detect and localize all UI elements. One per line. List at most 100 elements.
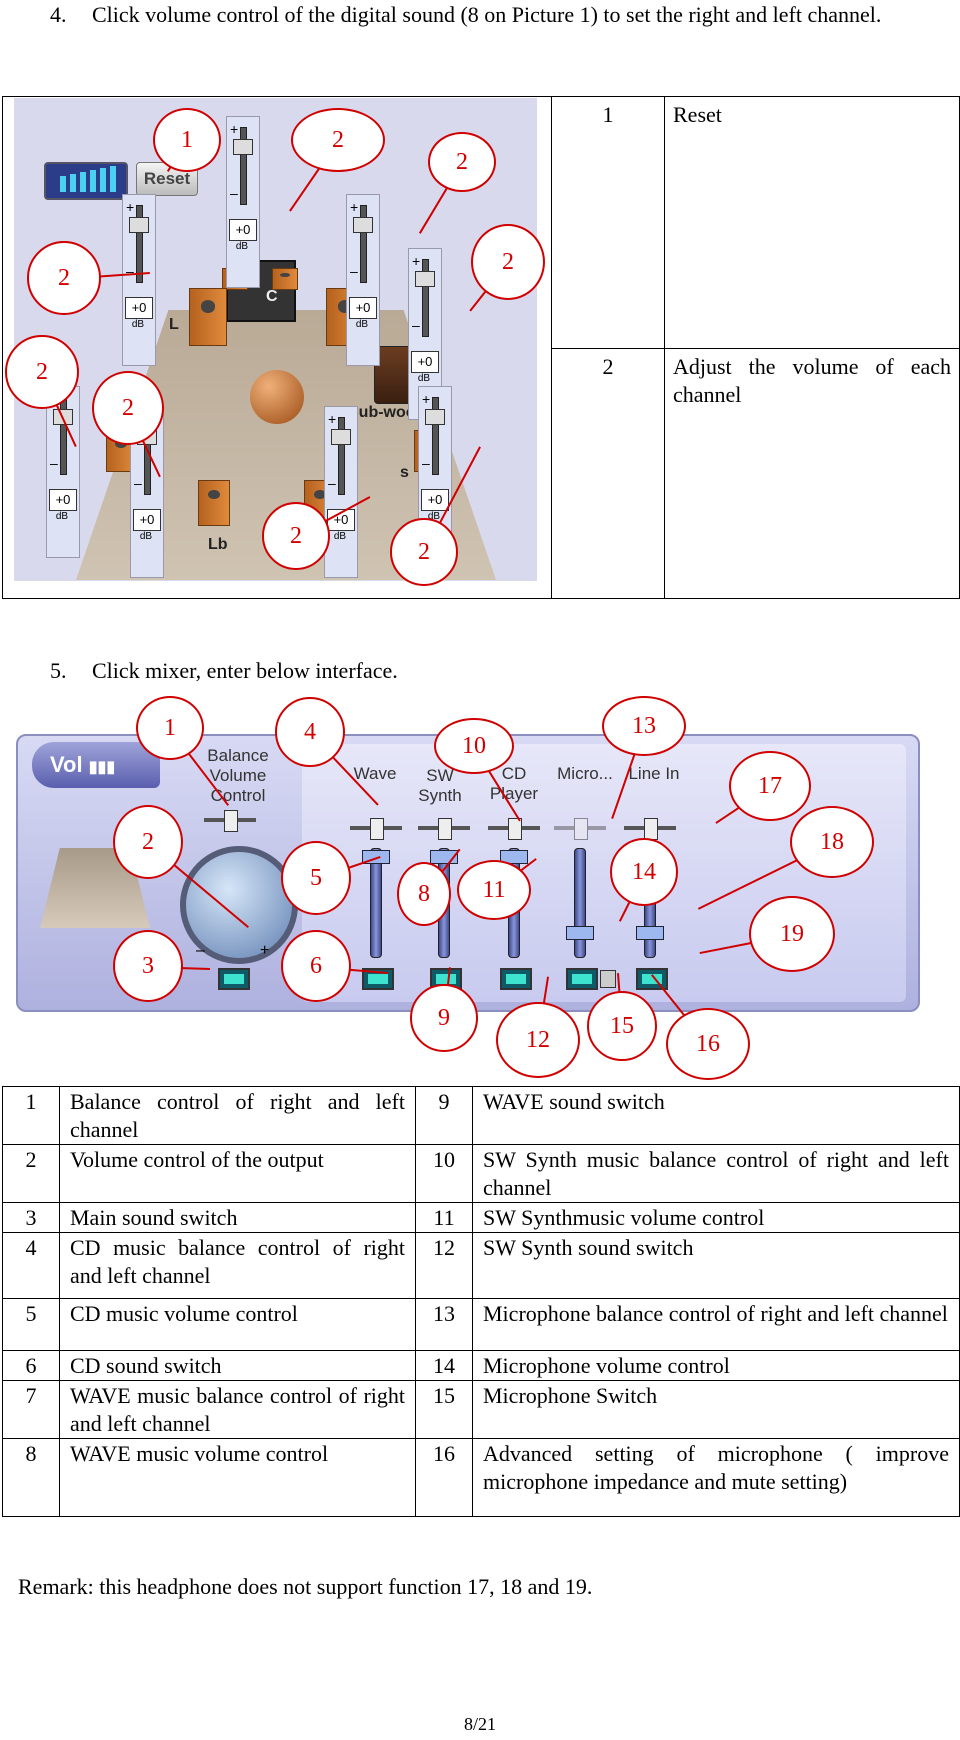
channel-slider-side-left[interactable]: +–+0dB: [46, 386, 80, 558]
table-cell-number: 2: [551, 348, 665, 599]
microphone-volume-knob[interactable]: [566, 926, 594, 940]
main-sound-switch[interactable]: [218, 968, 250, 990]
slider-knob[interactable]: [425, 409, 445, 425]
balance-volume-label: Balance Volume Control: [207, 746, 269, 805]
slider-knob[interactable]: [129, 217, 149, 233]
slider-track[interactable]: [338, 417, 345, 495]
table-cell-description: Microphone Switch: [472, 1380, 960, 1439]
callout-bubble: 15: [587, 991, 657, 1061]
master-volume-knob[interactable]: [180, 846, 298, 964]
callout-bubble: 2: [471, 224, 545, 300]
cd-sound-switch[interactable]: [500, 968, 532, 990]
listener-ball-icon: [250, 370, 304, 424]
channel-label-line-in: Line In: [628, 764, 680, 783]
table-cell-text: Adjust the volume of each channel: [664, 348, 960, 599]
minus-label: –: [350, 263, 358, 279]
table-cell-number: 1: [2, 1086, 60, 1145]
speaker-icon: [272, 268, 298, 290]
microphone-volume-slider[interactable]: [574, 848, 586, 958]
plus-label: +: [126, 199, 135, 215]
callout-bubble: 2: [428, 132, 496, 192]
plus-label: +: [350, 199, 359, 215]
db-readout: +0: [421, 489, 449, 511]
callout-bubble: 12: [496, 1002, 580, 1078]
sw-synth-balance-slider[interactable]: [418, 818, 470, 840]
master-balance-slider[interactable]: [204, 810, 256, 832]
channel-label-sw-synth: SW Synth: [418, 766, 462, 805]
page-number: 8/21: [463, 1714, 496, 1734]
volume-bars-icon: ▮▮▮: [88, 759, 116, 776]
callout-bubble: 1: [136, 696, 204, 760]
microphone-advanced-button[interactable]: [600, 970, 616, 988]
callout-bubble: 2: [5, 335, 79, 409]
table-cell-description: Microphone balance control of right and …: [472, 1298, 960, 1351]
line-in-balance-slider[interactable]: [624, 818, 676, 840]
slider-knob[interactable]: [331, 429, 351, 445]
table-cell-number: 4: [2, 1232, 60, 1299]
slider-track[interactable]: [136, 205, 143, 283]
table-cell-description: CD music volume control: [59, 1298, 416, 1351]
step-number: 4.: [50, 2, 67, 27]
cd-volume-knob[interactable]: [500, 850, 528, 864]
cd-balance-slider[interactable]: [488, 818, 540, 840]
wave-balance-slider[interactable]: [350, 818, 402, 840]
callout-bubble: 6: [281, 930, 351, 1002]
db-unit: dB: [235, 241, 249, 252]
microphone-switch[interactable]: [566, 968, 598, 990]
table-cell-number: 5: [2, 1298, 60, 1351]
callout-bubble: 8: [397, 862, 451, 926]
slider-track[interactable]: [240, 127, 247, 205]
db-unit: dB: [355, 319, 369, 330]
line-in-volume-knob[interactable]: [636, 926, 664, 940]
db-readout: +0: [125, 297, 153, 319]
table-cell-description: SW Synth sound switch: [472, 1232, 960, 1299]
db-unit: dB: [131, 319, 145, 330]
db-readout: +0: [229, 219, 257, 241]
slider-knob[interactable]: [233, 139, 253, 155]
side-label: s: [400, 464, 409, 481]
remark-text: Remark: this headphone does not support …: [18, 1574, 593, 1599]
step-text: Click mixer, enter below interface.: [92, 658, 398, 683]
slider-track[interactable]: [422, 259, 429, 337]
microphone-balance-slider[interactable]: [554, 818, 606, 840]
minus-label: –: [422, 455, 430, 471]
table-cell-number: 11: [415, 1202, 473, 1233]
slider-track[interactable]: [432, 397, 439, 475]
table-cell-number: 1: [551, 96, 665, 349]
channel-label-cd-player: CD Player: [489, 764, 539, 803]
table-cell-description: WAVE music volume control: [59, 1438, 416, 1517]
table-cell-description: Volume control of the output: [59, 1144, 416, 1203]
slider-track[interactable]: [360, 205, 367, 283]
plus-label: +: [422, 391, 431, 407]
table-cell-description: Balance control of right and left channe…: [59, 1086, 416, 1145]
slider-knob[interactable]: [415, 271, 435, 287]
channel-label-microphone: Micro...: [557, 764, 613, 783]
step-number: 5.: [50, 658, 67, 683]
table-cell-description: Main sound switch: [59, 1202, 416, 1233]
minus-label: –: [134, 475, 142, 491]
table-cell-number: 6: [2, 1350, 60, 1381]
callout-bubble: 5: [281, 841, 351, 915]
slider-knob[interactable]: [353, 217, 373, 233]
db-unit: dB: [139, 531, 153, 542]
callout-bubble: 2: [92, 371, 164, 445]
wave-volume-slider[interactable]: [370, 848, 382, 958]
db-readout: +0: [49, 489, 77, 511]
callout-bubble: 3: [113, 930, 183, 1002]
volume-bars-icon[interactable]: [44, 162, 128, 200]
callout-bubble: 11: [457, 860, 531, 920]
speaker-rear-left-icon: [198, 480, 230, 526]
db-unit: dB: [417, 373, 431, 384]
table-cell-description: SW Synth music balance control of right …: [472, 1144, 960, 1203]
db-unit: dB: [427, 511, 441, 522]
table-cell-description: Microphone volume control: [472, 1350, 960, 1381]
